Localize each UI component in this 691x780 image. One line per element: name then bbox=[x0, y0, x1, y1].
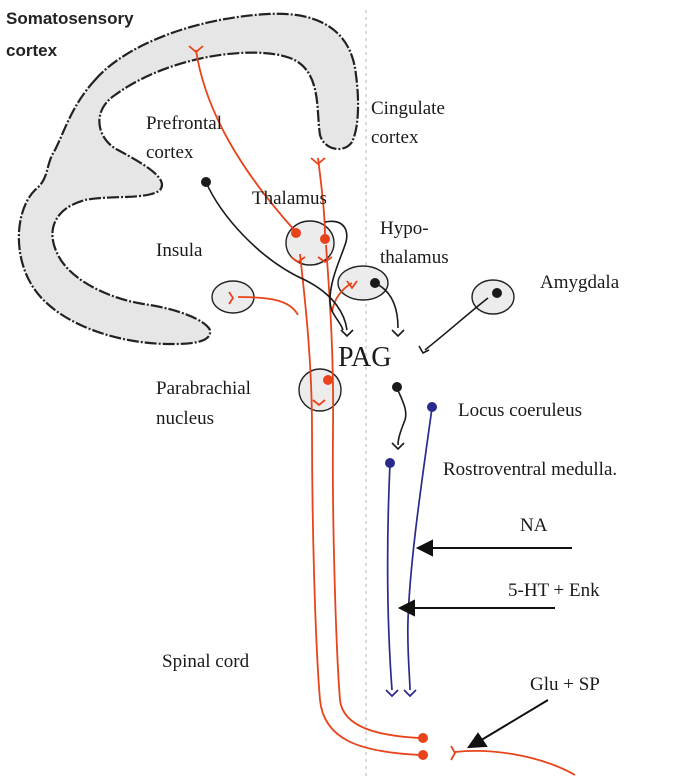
descending-synapses bbox=[386, 690, 416, 696]
cingulate-label-line1: Cingulate bbox=[371, 98, 445, 120]
locus-coeruleus-label: Locus coeruleus bbox=[458, 400, 582, 422]
modulatory-pathways bbox=[206, 182, 488, 445]
somatosensory-label-line2: cortex bbox=[6, 40, 57, 62]
thalamus-label: Thalamus bbox=[252, 188, 327, 210]
parabrachial-label-line1: Parabrachial bbox=[156, 378, 251, 400]
amygdala-label: Amygdala bbox=[540, 272, 619, 294]
prefrontal-label-line1: Prefrontal bbox=[146, 113, 222, 135]
hypothalamus-nucleus bbox=[338, 266, 388, 300]
na-label: NA bbox=[520, 515, 547, 537]
parabrachial-label-line2: nucleus bbox=[156, 408, 214, 430]
glu-sp-label: Glu + SP bbox=[530, 674, 600, 696]
spinal-cord-label: Spinal cord bbox=[162, 651, 249, 673]
insula-label: Insula bbox=[156, 240, 202, 262]
amygdala-nucleus bbox=[472, 280, 514, 314]
cingulate-label-line2: cortex bbox=[371, 127, 418, 149]
pag-label: PAG bbox=[338, 343, 391, 373]
somatosensory-label-line1: Somatosensory bbox=[6, 8, 134, 30]
hypothalamus-label-line1: Hypo- bbox=[380, 218, 429, 240]
glu-sp-arrow bbox=[478, 700, 548, 742]
rostroventral-medulla-label: Rostroventral medulla. bbox=[443, 459, 617, 481]
cortex-outline bbox=[19, 14, 358, 344]
serotonin-enk-label: 5-HT + Enk bbox=[508, 580, 600, 602]
prefrontal-label-line2: cortex bbox=[146, 142, 193, 164]
descending-cell-bodies bbox=[385, 402, 437, 468]
arrows bbox=[400, 541, 572, 747]
hypothalamus-label-line2: thalamus bbox=[380, 247, 449, 269]
